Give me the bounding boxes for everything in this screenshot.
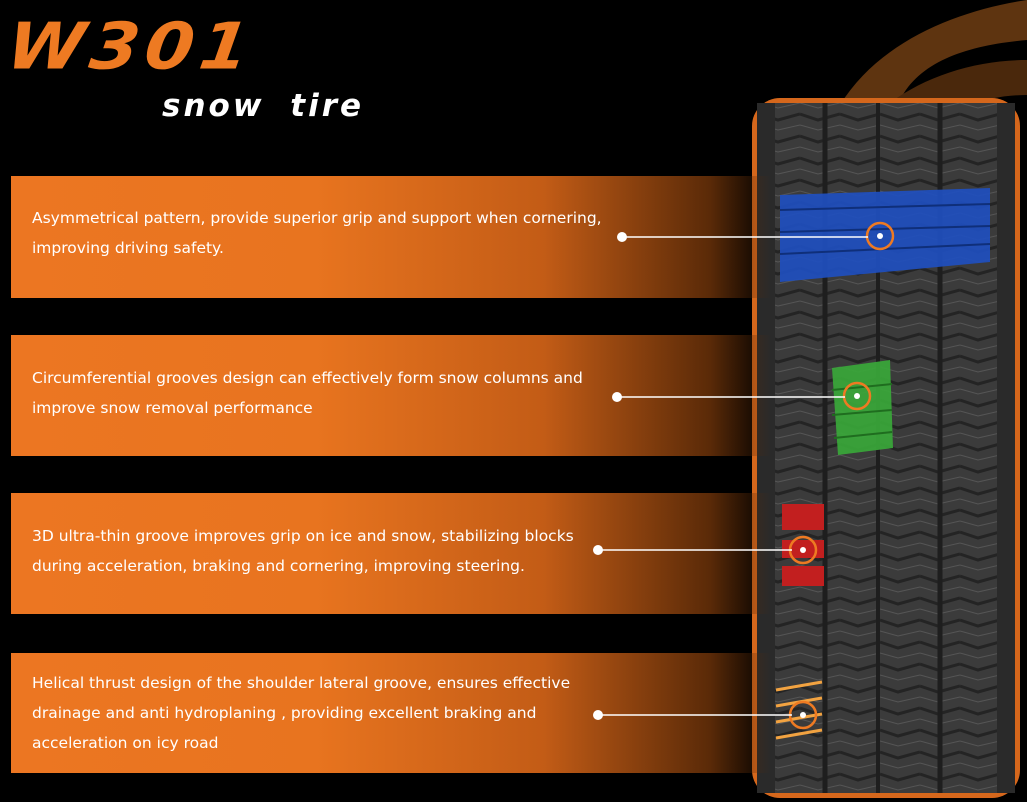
feature-text-2: Circumferential grooves design can effec… (32, 369, 583, 417)
connector-1 (617, 232, 868, 242)
target-marker-1 (865, 221, 895, 251)
feature-text-4: Helical thrust design of the shoulder la… (32, 674, 571, 752)
feature-panel-2: Circumferential grooves design can effec… (11, 335, 771, 456)
connector-2 (612, 392, 845, 402)
feature-text-3: 3D ultra-thin groove improves grip on ic… (32, 527, 574, 575)
feature-text-1: Asymmetrical pattern, provide superior g… (32, 209, 602, 257)
target-marker-2 (842, 381, 872, 411)
feature-panel-4: Helical thrust design of the shoulder la… (11, 653, 771, 773)
connector-4 (593, 710, 792, 720)
feature-panel-3: 3D ultra-thin groove improves grip on ic… (11, 493, 771, 614)
tire-type-subtitle: snow tire (162, 88, 365, 124)
connector-3 (593, 545, 792, 555)
